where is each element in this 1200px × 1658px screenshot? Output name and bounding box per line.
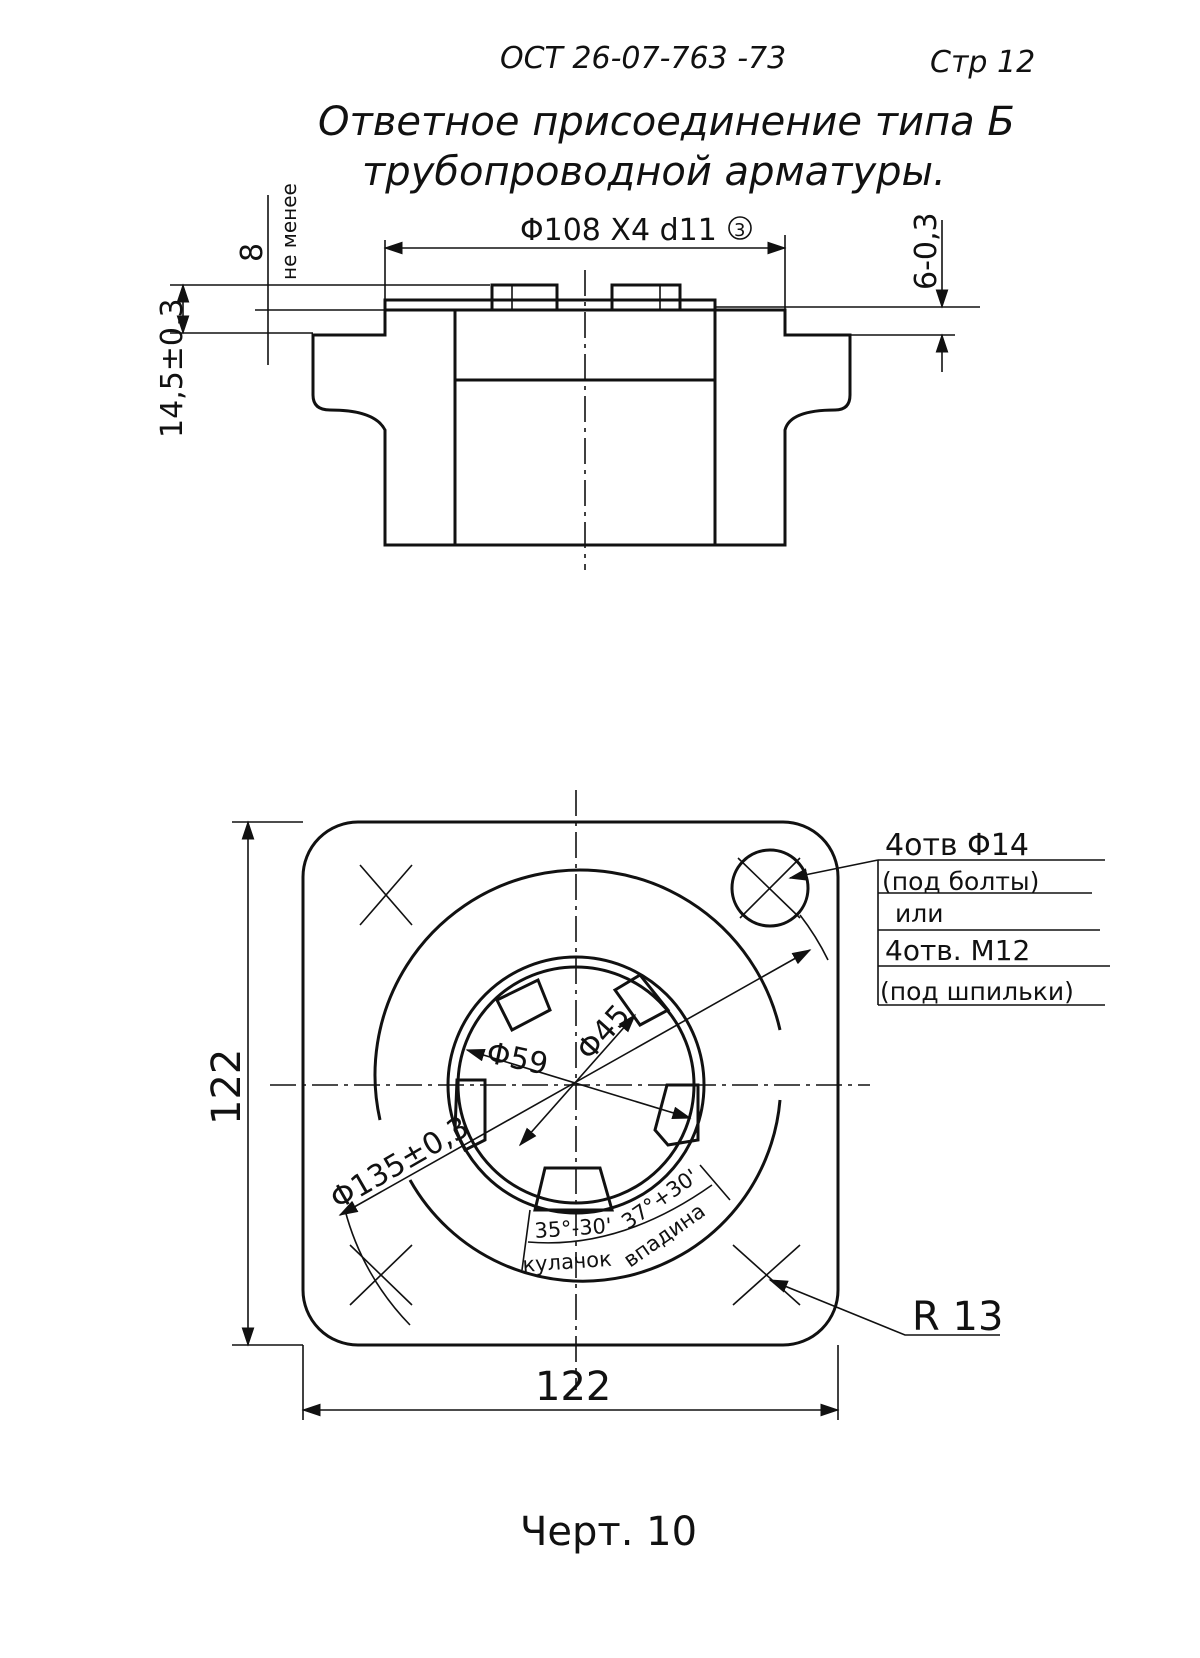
body-left-section [311,308,457,547]
bolt-circle-arc [373,868,782,1121]
body-right-section [713,308,852,547]
figure-caption: Черт. 10 [520,1509,697,1555]
dim-width: 122 [535,1364,611,1410]
angle-cam: 35°-30' [534,1214,613,1243]
holes-row-1: 4отв Φ14 [885,828,1029,863]
dim-14-5: 14,5±0,3 [155,298,190,438]
hole-cross-marks [349,857,801,1306]
dim-6: 6-0,3 [909,212,944,290]
dim-phi59: Φ59 [483,1036,551,1083]
dim-diameter-108: Φ108 X4 d11 [520,213,717,248]
dim-height: 122 [204,1049,250,1125]
holes-table [877,859,1110,1006]
label-cam: кулачок [522,1247,613,1277]
dim-phi135: Φ135±0,3 [325,1110,476,1217]
note-mark: 3 [734,220,745,241]
flange-outline [301,820,840,1347]
title-line-1: Ответное присоединение типа Б [318,99,1015,145]
title-line-2: трубопроводной арматуры. [362,149,946,195]
holes-row-4: 4отв. М12 [885,934,1030,967]
dim-not-less: не менее [277,183,301,280]
standard-number: ОСТ 26-07-763 -73 [500,41,786,76]
plan-view: Φ59 Φ45 Φ135±0,3 35°-30' 37°+30' кулачок… [204,790,1110,1420]
section-view: Φ108 X4 d11 3 8 не менее 14,5±0,3 6-0,3 [155,183,980,570]
holes-row-2: (под болты) [882,867,1039,896]
dim-8: 8 [235,243,270,262]
holes-row-3: или [895,899,943,928]
bolt-hole [730,848,810,928]
cam-left [490,283,559,312]
holes-row-5: (под шпильки) [880,977,1074,1006]
page-number: Стр 12 [930,45,1035,80]
cam-right [610,283,682,312]
dim-radius: R 13 [912,1294,1003,1340]
